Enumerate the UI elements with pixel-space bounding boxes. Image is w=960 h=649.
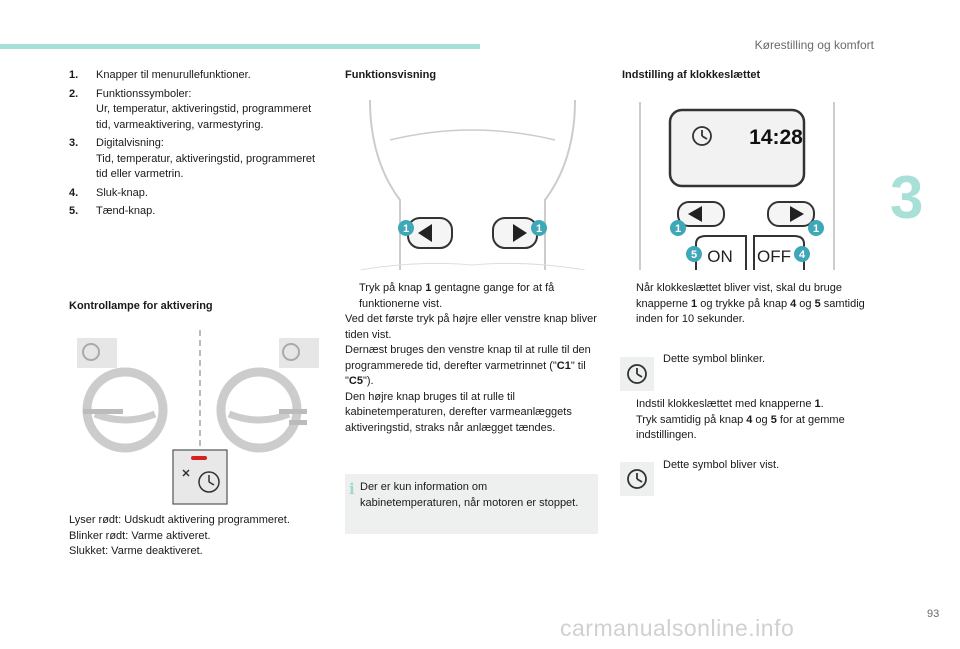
- header-accent-bar: [0, 44, 480, 49]
- clock-icon: [627, 364, 647, 384]
- page-number: 93: [927, 608, 940, 620]
- component-list: 1.Knapper til menurullefunktioner. 2.Fun…: [69, 68, 319, 223]
- info-note: i Der er kun information om kabinetemper…: [345, 474, 598, 534]
- marker-1-left: 1: [403, 223, 409, 235]
- info-icon: i: [349, 480, 355, 498]
- clock-step-1: Når klokkeslættet bliver vist, skal du b…: [636, 282, 865, 325]
- list-item: 1.Knapper til menurullefunktioner.: [69, 69, 251, 81]
- marker-1-right: 1: [536, 223, 542, 235]
- symbol-shown-text: Dette symbol bliver vist.: [663, 459, 780, 471]
- indicator-status: Lyser rødt: Udskudt aktivering programme…: [69, 514, 290, 557]
- marker-5: 5: [691, 249, 697, 261]
- marker-4: 4: [799, 249, 806, 261]
- marker-1-right: 1: [813, 223, 819, 235]
- clock-icon: [627, 469, 647, 489]
- chapter-number: 3: [890, 164, 924, 231]
- heading-function-display: Funktionsvisning: [345, 69, 437, 81]
- clock-symbol-shown: [620, 462, 654, 496]
- clock-symbol-blinking: [620, 357, 654, 391]
- control-panel-illustration: 1 1: [360, 100, 585, 270]
- dashboard-illustration: [77, 330, 319, 505]
- watermark: carmanualsonline.info: [560, 615, 795, 641]
- heading-clock-setting: Indstilling af klokkeslættet: [622, 69, 761, 81]
- list-item: 2.Funktionssymboler:Ur, temperatur, akti…: [69, 87, 312, 131]
- symbol-blinks-text: Dette symbol blinker.: [663, 353, 766, 365]
- function-display-text: Tryk på knap 1 gentagne gange for at få …: [345, 282, 597, 434]
- clock-panel-illustration: 14:28 1 1 ON OFF 5 4: [639, 102, 835, 270]
- clock-display: 14:28: [749, 126, 803, 149]
- list-item: 5.Tænd-knap.: [69, 205, 156, 217]
- clock-steps-2-3: Indstil klokkeslættet med knapperne 1. T…: [636, 398, 845, 441]
- section-title: Kørestilling og komfort: [754, 38, 874, 52]
- list-item: 4.Sluk-knap.: [69, 186, 148, 199]
- off-button-label: OFF: [757, 247, 791, 266]
- list-item: 3.Digitalvisning:Tid, temperatur, aktive…: [69, 137, 316, 180]
- heading-activation-lamp: Kontrollampe for aktivering: [69, 300, 213, 312]
- marker-1-left: 1: [675, 223, 681, 235]
- on-button-label: ON: [707, 247, 733, 266]
